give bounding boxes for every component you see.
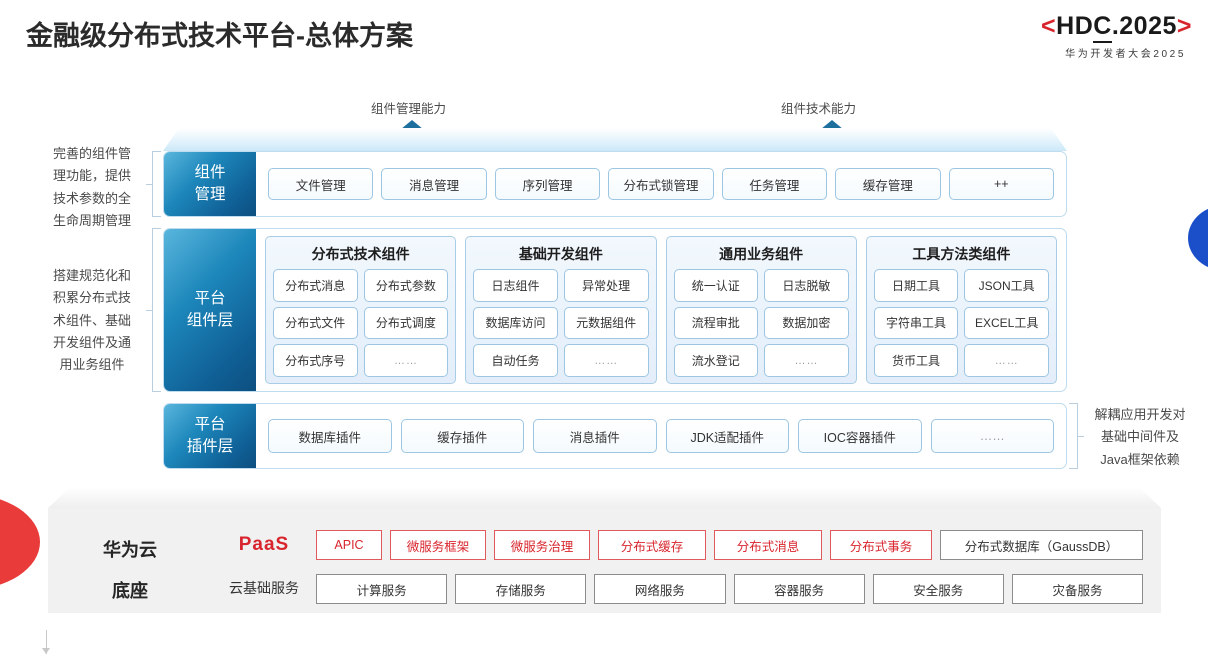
group-cell-more[interactable]: ……: [964, 344, 1049, 377]
group-common-business: 通用业务组件 统一认证 日志脱敏 流程审批 数据加密 流水登记 ……: [665, 236, 857, 384]
cloud-service-items: 计算服务 存储服务 网络服务 容器服务 安全服务 灾备服务: [316, 574, 1144, 604]
paas-chip[interactable]: 微服务框架: [390, 530, 486, 560]
bracket-right: [1069, 403, 1084, 469]
group-cell[interactable]: 分布式消息: [273, 269, 358, 302]
cloud-chip[interactable]: 计算服务: [316, 574, 448, 604]
chip-management-item[interactable]: 分布式锁管理: [608, 168, 714, 200]
chip-plugin-item[interactable]: JDK适配插件: [665, 419, 789, 453]
group-cell[interactable]: 元数据组件: [563, 306, 649, 340]
hdc-logo-subtitle: 华为开发者大会2025: [1065, 49, 1186, 60]
paas-chip[interactable]: 分布式事务: [830, 530, 932, 560]
chip-plugin-item[interactable]: 消息插件: [533, 419, 657, 453]
group-title: 通用业务组件: [719, 246, 804, 262]
group-cell[interactable]: 数据库访问: [473, 306, 558, 340]
group-cell[interactable]: 分布式参数: [363, 269, 449, 302]
stack-top-face: [163, 128, 1067, 151]
arrow-left-label: 组件管理能力: [371, 102, 447, 116]
group-cell[interactable]: 字符串工具: [873, 306, 959, 340]
group-cell[interactable]: 流程审批: [673, 306, 759, 340]
note-left-top: 完善的组件管 理功能，提供 技术参数的全 生命周期管理: [52, 146, 131, 229]
group-distributed-tech: 分布式技术组件 分布式消息 分布式参数 分布式文件 分布式调度 分布式序号 ……: [265, 236, 457, 384]
chip-management-item[interactable]: 序列管理: [494, 168, 601, 200]
group-basic-dev: 基础开发组件 日志组件 异常处理 数据库访问 元数据组件 自动任务 ……: [465, 236, 657, 384]
cloud-chip[interactable]: 网络服务: [594, 574, 726, 604]
hdc-logo-text-a: HD: [1056, 12, 1094, 40]
group-cell[interactable]: 货币工具: [873, 344, 959, 377]
layer-label-platform: 平台 组件层: [164, 229, 256, 391]
hdc-logo-text-c: .2025: [1111, 12, 1177, 40]
group-cell[interactable]: 异常处理: [563, 269, 649, 302]
group-title: 基础开发组件: [518, 246, 603, 262]
group-cell[interactable]: 数据加密: [764, 306, 849, 340]
group-title: 分布式技术组件: [311, 246, 410, 262]
blue-lens-decoration: [1188, 205, 1208, 271]
bracket-left-top: [146, 151, 161, 217]
layer-label-plugin: 平台 插件层: [164, 404, 256, 468]
paas-items: APIC 微服务框架 微服务治理 分布式缓存 分布式消息 分布式事务 分布式数据…: [316, 530, 1143, 560]
management-items: 文件管理 消息管理 序列管理 分布式锁管理 任务管理 缓存管理 ++: [256, 152, 1066, 216]
group-cell[interactable]: 流水登记: [673, 344, 759, 377]
hdc-logo-main: <HDC.2025>: [1041, 12, 1192, 43]
chip-management-add[interactable]: ++: [948, 168, 1054, 200]
platform-groups: 分布式技术组件 分布式消息 分布式参数 分布式文件 分布式调度 分布式序号 ………: [256, 229, 1066, 391]
huawei-cloud-base: 华为云 底座 PaaS 云基础服务 APIC 微服务框架 微服务治理 分布式缓存…: [48, 508, 1161, 613]
chip-management-item[interactable]: 缓存管理: [835, 168, 941, 200]
group-cell[interactable]: 分布式文件: [273, 306, 358, 340]
cloud-chip[interactable]: 存储服务: [455, 574, 587, 604]
bracket-left-icon: <: [1041, 12, 1057, 40]
base-top-face: [48, 487, 1161, 508]
base-title: 华为云 底座: [103, 540, 157, 601]
group-cell[interactable]: 分布式调度: [363, 306, 449, 340]
red-wedge-decoration: [0, 494, 40, 590]
paas-label: PaaS: [238, 534, 290, 555]
layer-platform-components: 平台 组件层 分布式技术组件 分布式消息 分布式参数 分布式文件 分布式调度 分…: [163, 228, 1067, 392]
bracket-right-icon: >: [1176, 12, 1192, 40]
group-cell[interactable]: JSON工具: [964, 269, 1049, 302]
paas-chip[interactable]: 分布式缓存: [598, 530, 706, 560]
chip-management-item[interactable]: 消息管理: [381, 168, 487, 200]
chip-plugin-more[interactable]: ……: [930, 419, 1054, 453]
layer-platform-plugins: 平台 插件层 数据库插件 缓存插件 消息插件 JDK适配插件 IOC容器插件 ……: [163, 403, 1067, 469]
page-title: 金融级分布式技术平台-总体方案: [26, 21, 413, 51]
group-cell[interactable]: 日志脱敏: [764, 269, 849, 302]
group-tool-methods: 工具方法类组件 日期工具 JSON工具 字符串工具 EXCEL工具 货币工具 ……: [865, 236, 1057, 384]
group-title: 工具方法类组件: [912, 246, 1011, 262]
group-cell[interactable]: 日志组件: [473, 269, 558, 302]
group-cell[interactable]: EXCEL工具: [964, 306, 1049, 340]
group-cell[interactable]: 自动任务: [473, 344, 558, 377]
plugin-items: 数据库插件 缓存插件 消息插件 JDK适配插件 IOC容器插件 ……: [256, 404, 1066, 468]
group-cell-more[interactable]: ……: [764, 344, 849, 377]
hdc-logo: <HDC.2025> 华为开发者大会2025: [1041, 12, 1192, 60]
layer-component-management: 组件 管理 文件管理 消息管理 序列管理 分布式锁管理 任务管理 缓存管理 ++: [163, 151, 1067, 217]
note-right: 解耦应用开发对 基础中间件及 Java框架依赖: [1094, 407, 1186, 467]
group-cell[interactable]: 分布式序号: [273, 344, 358, 377]
paas-chip[interactable]: 微服务治理: [494, 530, 590, 560]
group-cell-more[interactable]: ……: [363, 344, 449, 377]
bracket-left-bottom: [146, 228, 161, 392]
note-left-bottom: 搭建规范化和 积累分布式技 术组件、基础 开发组件及通 用业务组件: [52, 268, 131, 373]
hdc-logo-text-b: C: [1093, 12, 1112, 43]
bottom-tick-decoration: [42, 630, 50, 654]
cloud-chip[interactable]: 安全服务: [872, 574, 1004, 604]
cloud-chip[interactable]: 容器服务: [733, 574, 865, 604]
paas-chip-gaussdb[interactable]: 分布式数据库（GaussDB）: [940, 530, 1143, 560]
chip-management-item[interactable]: 文件管理: [268, 168, 374, 200]
cloud-services-label: 云基础服务: [229, 580, 299, 596]
paas-chip[interactable]: 分布式消息: [714, 530, 822, 560]
chip-plugin-item[interactable]: IOC容器插件: [798, 419, 922, 453]
paas-chip-apic[interactable]: APIC: [316, 530, 382, 560]
chip-plugin-item[interactable]: 数据库插件: [268, 419, 392, 453]
arrow-right-label: 组件技术能力: [781, 102, 857, 116]
group-cell-more[interactable]: ……: [563, 344, 649, 377]
layer-label-management: 组件 管理: [164, 152, 256, 216]
group-cell[interactable]: 统一认证: [673, 269, 759, 302]
cloud-chip[interactable]: 灾备服务: [1011, 574, 1144, 604]
chip-management-item[interactable]: 任务管理: [721, 168, 828, 200]
group-cell[interactable]: 日期工具: [873, 269, 959, 302]
chip-plugin-item[interactable]: 缓存插件: [400, 419, 524, 453]
